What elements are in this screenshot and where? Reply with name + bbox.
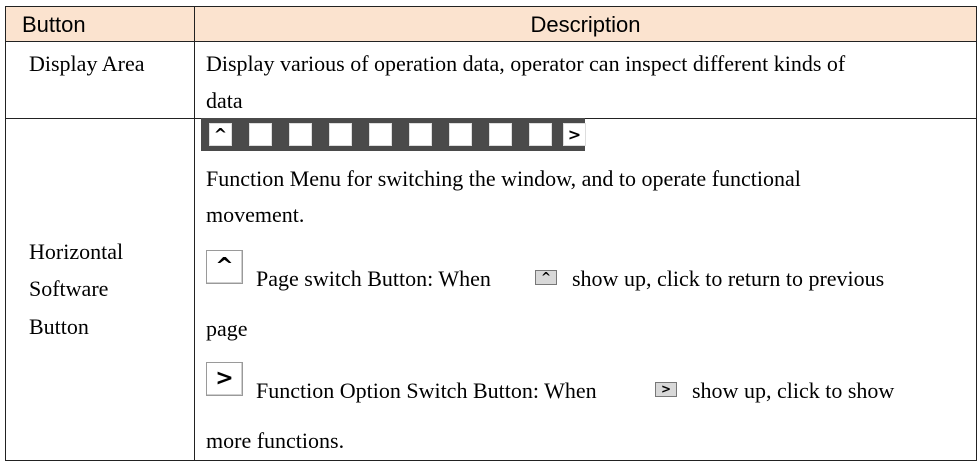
function-switch-text-c: more functions. [206,428,345,453]
header-button-column: Button [22,12,86,37]
menu-blank-cell [289,123,312,146]
page-switch-text-c: page [206,316,248,341]
function-switch-small-next-icon: > [655,382,677,397]
menu-description-line1: Function Menu for switching the window, … [206,166,801,191]
page-switch-text-a: Page switch Button: When [256,266,491,291]
menu-blank-cell [329,123,352,146]
page-switch-text-b: show up, click to return to previous [572,266,885,291]
row2-button-name-line2: Software [29,276,109,301]
column-divider [194,7,195,460]
row1-description-line1: Display various of operation data, opera… [206,51,846,76]
menu-next-cell: > [563,123,586,146]
header-description-column: Description [530,12,641,37]
page-switch-up-icon: ^ [206,250,243,284]
menu-description-line2: movement. [206,202,305,227]
menu-blank-cell [409,123,432,146]
menu-blank-cell [249,123,272,146]
page-switch-small-up-icon: ^ [535,270,557,285]
function-switch-text-a: Function Option Switch Button: When [256,378,597,403]
row2-button-name-line3: Button [29,314,89,339]
row1-description-line2: data [206,88,243,113]
function-switch-next-icon: > [206,362,243,396]
table-header: Button Description [6,7,976,41]
row1-button-name: Display Area [29,51,145,76]
menu-blank-cell [529,123,552,146]
menu-blank-cell [369,123,392,146]
menu-blank-cell [449,123,472,146]
menu-blank-cell [489,123,512,146]
row2-button-name-line1: Horizontal [29,239,124,264]
function-menu-strip-icon: ^ > [201,118,586,151]
function-switch-text-b: show up, click to show [692,378,895,403]
menu-up-cell: ^ [209,123,232,146]
header-divider [6,41,976,42]
